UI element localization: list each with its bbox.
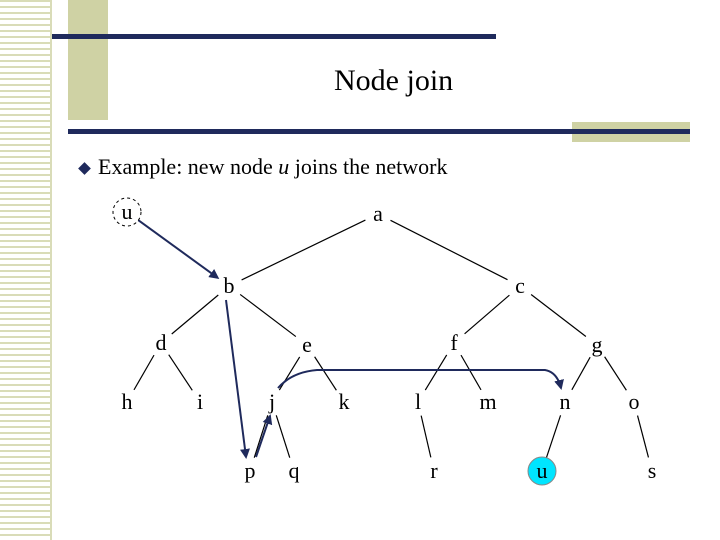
top-rule: [52, 34, 496, 39]
arrow-j-to-n: [277, 369, 564, 390]
edge-o-s: [636, 415, 650, 458]
node-label: h: [122, 389, 133, 414]
edge-l-r: [420, 415, 432, 458]
node-label: u: [537, 458, 548, 483]
bullet-suffix: joins the network: [289, 154, 448, 179]
edge-g-o: [604, 356, 627, 391]
node-label: b: [224, 273, 235, 298]
node-e: e: [302, 332, 312, 357]
node-label: n: [560, 389, 571, 414]
title-olive-block: [68, 0, 108, 120]
node-f: f: [450, 330, 458, 355]
node-label: a: [373, 201, 383, 226]
node-label: q: [289, 458, 300, 483]
node-label: g: [592, 332, 603, 357]
node-q: q: [289, 458, 300, 483]
edge-f-l: [424, 354, 448, 391]
bullet-text: Example: new node u joins the network: [98, 154, 448, 180]
node-u_leaf: u: [527, 456, 557, 486]
node-label: s: [648, 458, 657, 483]
arrow-b-to-p: [225, 299, 250, 459]
node-a: a: [373, 201, 383, 226]
edge-j-p: [253, 415, 269, 458]
node-circle-highlight: [527, 456, 557, 486]
edge-a-b: [241, 219, 366, 281]
divider-rule: [68, 129, 690, 134]
edge-n-u_leaf: [545, 415, 562, 458]
arrow-p-to-j: [255, 414, 273, 458]
node-c: c: [515, 273, 525, 298]
node-l: l: [415, 389, 421, 414]
edge-d-h: [133, 354, 155, 391]
left-stripe-edge: [50, 0, 52, 540]
edge-a-c: [390, 219, 508, 281]
edges-layer: [133, 219, 650, 458]
edge-e-j: [278, 356, 301, 391]
node-s: s: [648, 458, 657, 483]
node-label: o: [629, 389, 640, 414]
edge-d-i: [168, 354, 193, 391]
bullet-prefix: Example: new node: [98, 154, 279, 179]
slide-title: Node join: [334, 64, 454, 97]
edge-c-g: [530, 294, 587, 337]
node-m: m: [479, 389, 496, 414]
node-i: i: [197, 389, 203, 414]
node-label: p: [245, 458, 256, 483]
node-b: b: [224, 273, 235, 298]
node-o: o: [629, 389, 640, 414]
node-u_new: u: [112, 197, 142, 227]
node-r: r: [430, 458, 438, 483]
edge-g-n: [571, 356, 591, 391]
edge-j-q: [275, 415, 291, 458]
node-n: n: [560, 389, 571, 414]
node-label: u: [122, 199, 133, 224]
node-label: f: [450, 330, 458, 355]
node-k: k: [339, 389, 350, 414]
node-label: i: [197, 389, 203, 414]
edge-f-m: [460, 354, 482, 391]
node-label: e: [302, 332, 312, 357]
edge-b-d: [171, 294, 219, 335]
node-circle-dashed: [112, 197, 142, 227]
node-j: j: [268, 389, 275, 414]
edge-b-e: [239, 293, 297, 338]
node-d: d: [156, 330, 167, 355]
bullet-italic-node: u: [278, 154, 290, 179]
edge-e-k: [314, 356, 337, 391]
node-label: r: [430, 458, 438, 483]
node-p: p: [245, 458, 256, 483]
edge-c-f: [464, 294, 510, 335]
node-label: m: [479, 389, 496, 414]
arrow-u_new-to-b: [137, 219, 220, 279]
node-g: g: [592, 332, 603, 357]
node-h: h: [122, 389, 133, 414]
left-stripe-decoration: [0, 0, 50, 540]
node-label: c: [515, 273, 525, 298]
arrows-layer: [137, 219, 564, 459]
node-label: d: [156, 330, 167, 355]
nodes-layer: u a b c d e f g h i j k l m n o p q r u s: [112, 197, 657, 486]
node-label: l: [415, 389, 421, 414]
node-label: k: [339, 389, 350, 414]
node-label: j: [268, 389, 275, 414]
